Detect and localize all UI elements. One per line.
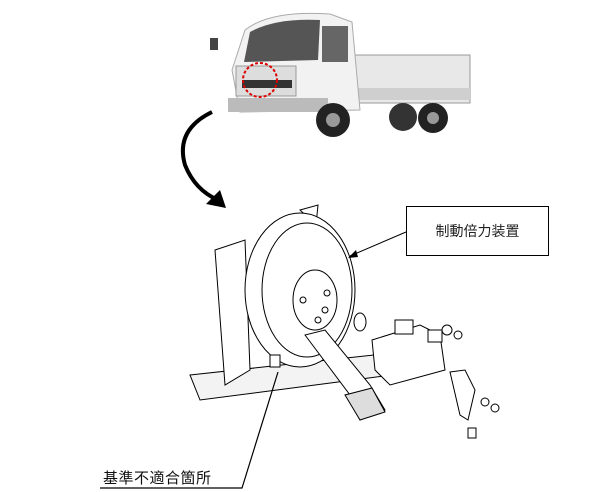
location-leader-line: [100, 371, 279, 489]
component-label-text: 制動倍力装置: [435, 224, 520, 240]
component-label: 制動倍力装置: [406, 206, 549, 256]
pointer-arrow: [180, 110, 226, 208]
nonconforming-location-label: 基準不適合箇所: [103, 469, 212, 487]
truck-illustration: [210, 12, 471, 137]
brake-booster-illustration: [189, 204, 500, 439]
component-leader-line: [349, 231, 407, 257]
